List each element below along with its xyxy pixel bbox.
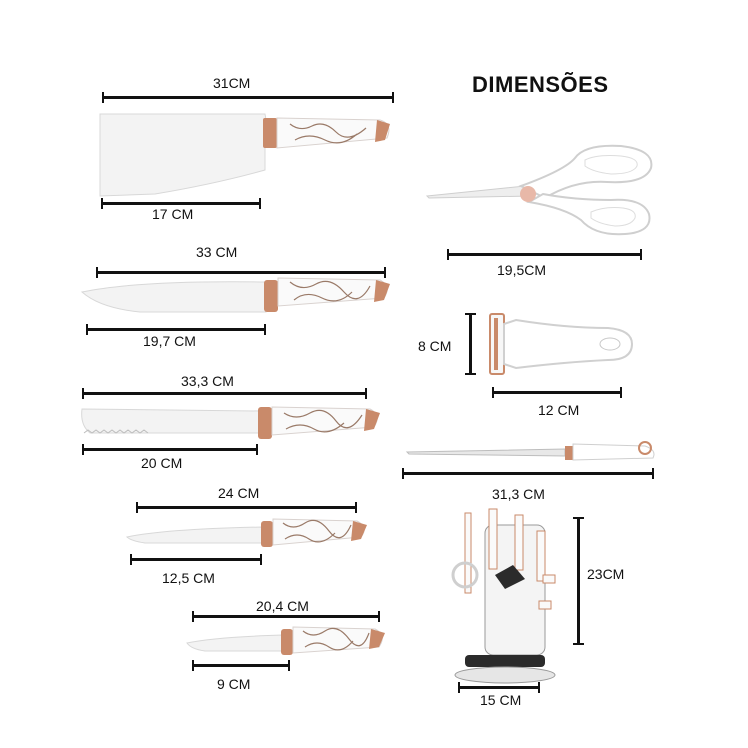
dimensions-heading: DIMENSÕES (472, 72, 609, 97)
sharpener-line (402, 468, 654, 479)
utility-total-line (136, 502, 357, 513)
cleaver-blade-label: 17 CM (152, 206, 194, 222)
bread-blade-label: 20 CM (141, 455, 183, 471)
knife-block-set-image (451, 508, 556, 684)
peeler-image (489, 313, 634, 375)
utility-blade-line (130, 554, 262, 565)
sharpener-label: 31,3 CM (492, 486, 545, 502)
cleaver-total-label: 31CM (213, 75, 251, 91)
paring-total-line (192, 611, 380, 622)
block-width-line (458, 682, 540, 693)
peeler-width-label: 12 CM (538, 402, 580, 418)
peeler-width-line (492, 387, 622, 398)
paring-blade-line (192, 660, 290, 671)
chef-knife-image (80, 277, 390, 313)
block-width-label: 15 CM (480, 692, 522, 708)
sharpener-image (405, 441, 655, 461)
scissors-label: 19,5CM (497, 262, 547, 278)
cleaver-total-line (102, 92, 394, 103)
utility-blade-label: 12,5 CM (162, 570, 215, 586)
scissors-image (425, 144, 653, 236)
scissors-line (447, 249, 642, 260)
chef-blade-label: 19,7 CM (143, 333, 196, 349)
chef-blade-line (86, 324, 266, 335)
peeler-height-line (465, 313, 476, 375)
paring-total-label: 20,4 CM (256, 598, 309, 614)
block-height-label: 23CM (587, 566, 625, 582)
utility-total-label: 24 CM (218, 485, 260, 501)
chef-total-label: 33 CM (196, 244, 238, 260)
bread-blade-line (82, 444, 258, 455)
block-height-line (573, 517, 584, 645)
chef-total-line (96, 267, 386, 278)
paring-blade-label: 9 CM (217, 676, 251, 692)
bread-total-line (82, 388, 367, 399)
cleaver-knife-image (99, 113, 390, 197)
bread-total-label: 33,3 CM (181, 373, 234, 389)
bread-knife-image (81, 406, 380, 439)
cleaver-blade-line (101, 198, 261, 209)
peeler-height-label: 8 CM (418, 338, 452, 354)
paring-knife-image (186, 626, 385, 655)
utility-knife-image (125, 518, 367, 547)
